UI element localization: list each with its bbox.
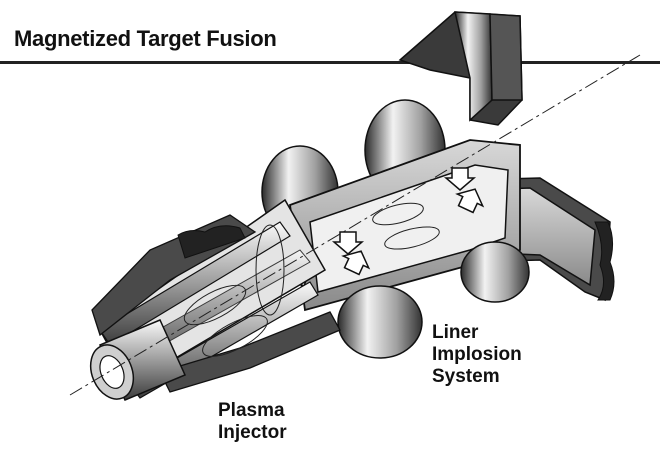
plasma-injector-label: Plasma Injector bbox=[218, 400, 287, 444]
injector-label-line-2: Injector bbox=[218, 422, 287, 443]
inlet-tube bbox=[89, 319, 187, 401]
coil-ring-front-2 bbox=[337, 285, 423, 359]
liner-label-line-3: System bbox=[432, 366, 500, 387]
injector-plasma bbox=[183, 224, 285, 357]
page-title: Magnetized Target Fusion bbox=[14, 26, 277, 51]
coil-ring-front-1 bbox=[460, 241, 530, 303]
title-divider bbox=[0, 61, 660, 64]
liner-label-line-2: Implosion bbox=[432, 344, 522, 365]
central-axis bbox=[69, 54, 641, 396]
plasma-toroid bbox=[372, 202, 440, 250]
liner-implosion-label: Liner Implosion System bbox=[432, 322, 522, 388]
chamber-wall-upper bbox=[398, 11, 523, 126]
liner-label-line-1: Liner bbox=[432, 322, 479, 343]
injector-label-line-1: Plasma bbox=[218, 400, 285, 421]
injector-plates bbox=[91, 214, 341, 393]
